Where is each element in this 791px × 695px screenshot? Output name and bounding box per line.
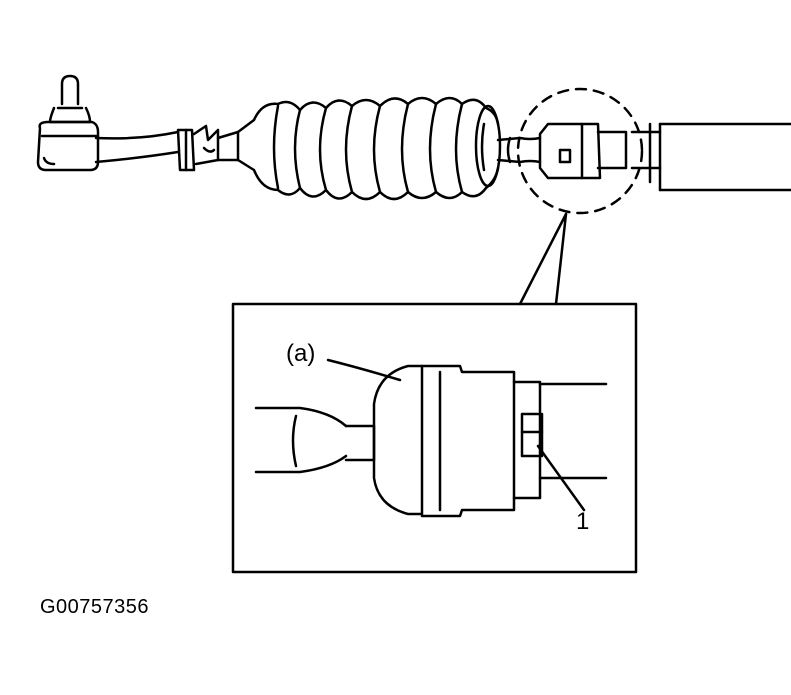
callout-1-leader bbox=[536, 444, 586, 512]
rack-housing-icon bbox=[630, 122, 791, 192]
detail-enlarged-joint bbox=[254, 364, 608, 518]
callout-a-leader bbox=[326, 358, 402, 382]
figure-id: G00757356 bbox=[40, 596, 150, 618]
detail-circle bbox=[516, 87, 644, 215]
steering-boot-icon bbox=[216, 96, 502, 201]
detail-leader-right bbox=[554, 212, 568, 306]
detail-inset-frame bbox=[231, 302, 638, 574]
callout-1-label: 1 bbox=[576, 508, 590, 535]
callout-a-label: (a) bbox=[286, 340, 316, 367]
detail-leader-left bbox=[518, 212, 568, 306]
inner-joint-icon bbox=[496, 122, 628, 180]
tie-rod-end-icon bbox=[36, 74, 220, 172]
